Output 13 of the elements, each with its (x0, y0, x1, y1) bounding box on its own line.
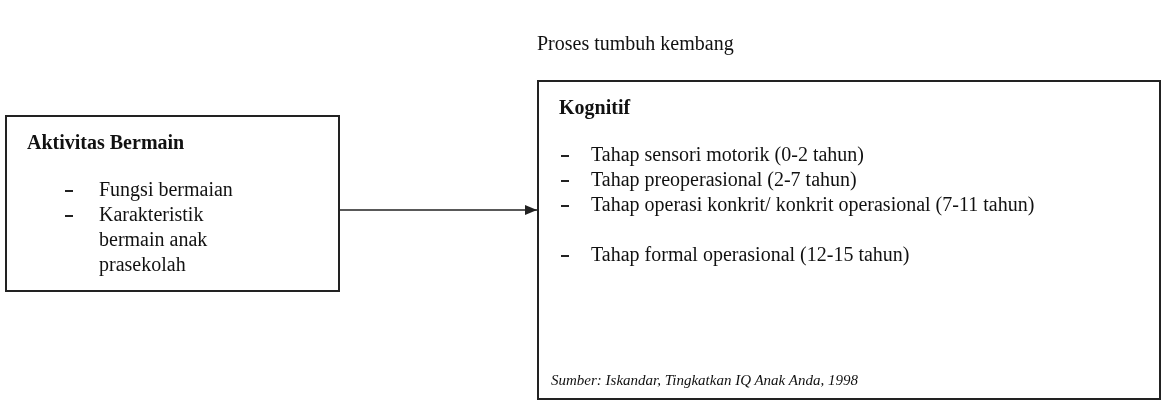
text-box (537, 80, 1161, 400)
arrow (339, 205, 538, 215)
list-item: Tahap formal operasional (12-15 tahun) (591, 242, 911, 267)
section-title: Proses tumbuh kembang (537, 32, 734, 55)
list-item: Tahap sensori motorik (0-2 tahun) (591, 142, 865, 167)
list-item: Tahap operasi konkrit/ konkrit operasional (7-11 tahun) (591, 192, 1036, 217)
text-box (5, 115, 340, 292)
list-item: Karakteristik bermain anak prasekolah (99, 202, 209, 277)
list-item: Fungsi bermaian (99, 177, 234, 202)
list-item: Tahap preoperasional (2-7 tahun) (591, 167, 858, 192)
source-note: Sumber: Iskandar, Tingkatkan IQ Anak Anda, 1998 (551, 372, 858, 389)
box-heading: Aktivitas Bermain (27, 131, 185, 154)
box-heading: Kognitif (559, 96, 631, 119)
